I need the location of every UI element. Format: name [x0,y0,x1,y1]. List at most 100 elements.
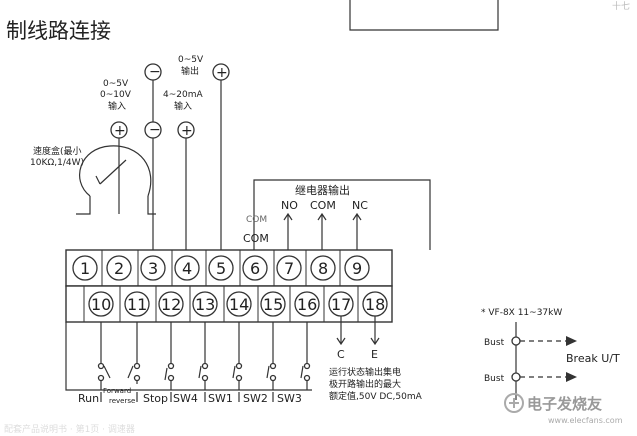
common-bus [65,322,312,391]
svg-text:7: 7 [284,259,294,278]
current-input-label: 输入 [174,100,192,112]
volt-input-label: 输入 [108,100,126,112]
plus-terminal-current: + [177,121,195,139]
current-range: 4~20mA [163,90,203,100]
label-run: Run [78,392,99,405]
output-e-arrow [370,316,380,346]
terminal-bottom-13: 13 [192,291,218,317]
svg-text:3: 3 [148,259,158,278]
switch-forward-reverse [127,322,141,384]
svg-text:4: 4 [182,259,192,278]
svg-text:−: − [149,122,161,138]
switch-run [97,322,111,390]
relay-no-arrow [283,212,293,250]
svg-text:1: 1 [80,259,90,278]
side-bust-2: Bust [484,374,505,384]
terminal-bottom-11: 11 [124,291,150,317]
svg-text:www.elecfans.com: www.elecfans.com [548,416,623,425]
svg-text:−: − [149,64,161,80]
svg-text:2: 2 [114,259,124,278]
relay-com-overlap: COM [246,215,267,225]
relay-no: NO [281,199,298,212]
svg-text:11: 11 [127,295,147,314]
relay-nc: NC [352,199,368,212]
terminal-bottom-17: 17 [328,291,354,317]
relay-com-bar: COM [243,232,269,245]
switch-sw1 [232,322,243,390]
out-range: 0~5V [178,55,204,65]
volt-range-line1: 0~5V [103,79,129,89]
bust-arrow-2-head [566,372,577,382]
svg-text:+: + [114,123,126,139]
label-stop: Stop [143,392,168,405]
terminal-top-2: 2 [106,255,132,281]
terminal-bottom-16: 16 [294,291,320,317]
label-sw1: SW1 [208,392,233,405]
terminal-top-6: 6 [242,255,268,281]
svg-text:+: + [216,65,228,81]
output-note-2: 极开路输出的最大 [329,378,401,390]
svg-text:13: 13 [195,295,215,314]
terminal-bottom-15: 15 [260,291,286,317]
speed-box-line1: 速度盒(最小 [33,145,82,157]
relay-nc-arrow [352,212,362,250]
label-sw4: SW4 [173,392,198,405]
label-sw3: SW3 [277,392,302,405]
diagram-title: 制线路连接 [6,19,111,43]
svg-text:5: 5 [216,259,226,278]
svg-text:17: 17 [331,295,351,314]
relay-frame [253,179,431,250]
terminal-top-9: 9 [344,255,370,281]
svg-text:14: 14 [229,295,249,314]
bust-arrow-1-head [566,336,577,346]
relay-title: 继电器输出 [295,183,350,197]
svg-text:电子发烧友: 电子发烧友 [527,395,602,413]
plus-terminal-output: + [212,63,230,81]
svg-text:18: 18 [365,295,385,314]
potentiometer [76,145,156,215]
relay-com-arrow [317,212,327,250]
svg-text:12: 12 [161,295,181,314]
volt-range-line2: 0~10V [100,90,132,100]
output-note-1: 运行状态输出集电 [329,366,401,378]
minus-terminal-mid: − [144,121,162,139]
terminal-bottom-12: 12 [158,291,184,317]
svg-text:9: 9 [352,259,362,278]
break-label: Break U/T [566,352,620,365]
minus-terminal-top: − [144,63,162,81]
terminal-top-8: 8 [310,255,336,281]
watermark-logo: 电子发烧友 www.elecfans.com [504,393,623,425]
output-c-arrow [336,316,346,346]
footer-faint: 配套产品说明书 · 第1页 · 调速器 [4,423,135,435]
speed-box-line2: 10KΩ,1/4W) [30,158,84,168]
label-reverse: reverse [109,397,135,405]
svg-text:+: + [181,123,193,139]
label-sw2: SW2 [243,392,268,405]
side-bust-1: Bust [484,338,505,348]
terminal-top-7: 7 [276,255,302,281]
switch-sw3 [300,322,311,390]
out-label: 输出 [181,65,199,77]
svg-text:16: 16 [297,295,317,314]
output-note-3: 额定值,50V DC,50mA [329,390,423,402]
terminal-bottom-14: 14 [226,291,252,317]
relay-com: COM [310,199,336,212]
svg-text:8: 8 [318,259,328,278]
bust-node-2 [511,372,521,382]
terminal-top-3: 3 [140,255,166,281]
svg-text:15: 15 [263,295,283,314]
bust-node-1 [511,336,521,346]
terminal-top-1: 1 [72,255,98,281]
output-c-label: C [337,348,345,361]
side-model: * VF-8X 11~37kW [481,308,562,318]
terminal-top-5: 5 [208,255,234,281]
plus-terminal-left: + [110,121,128,139]
output-e-label: E [371,348,378,361]
terminal-bottom-18: 18 [362,291,388,317]
label-dividers [100,392,274,402]
switch-stop [164,322,175,390]
label-forward: Forward [103,387,131,395]
terminal-top-4: 4 [174,255,200,281]
switch-sw2 [266,322,277,390]
